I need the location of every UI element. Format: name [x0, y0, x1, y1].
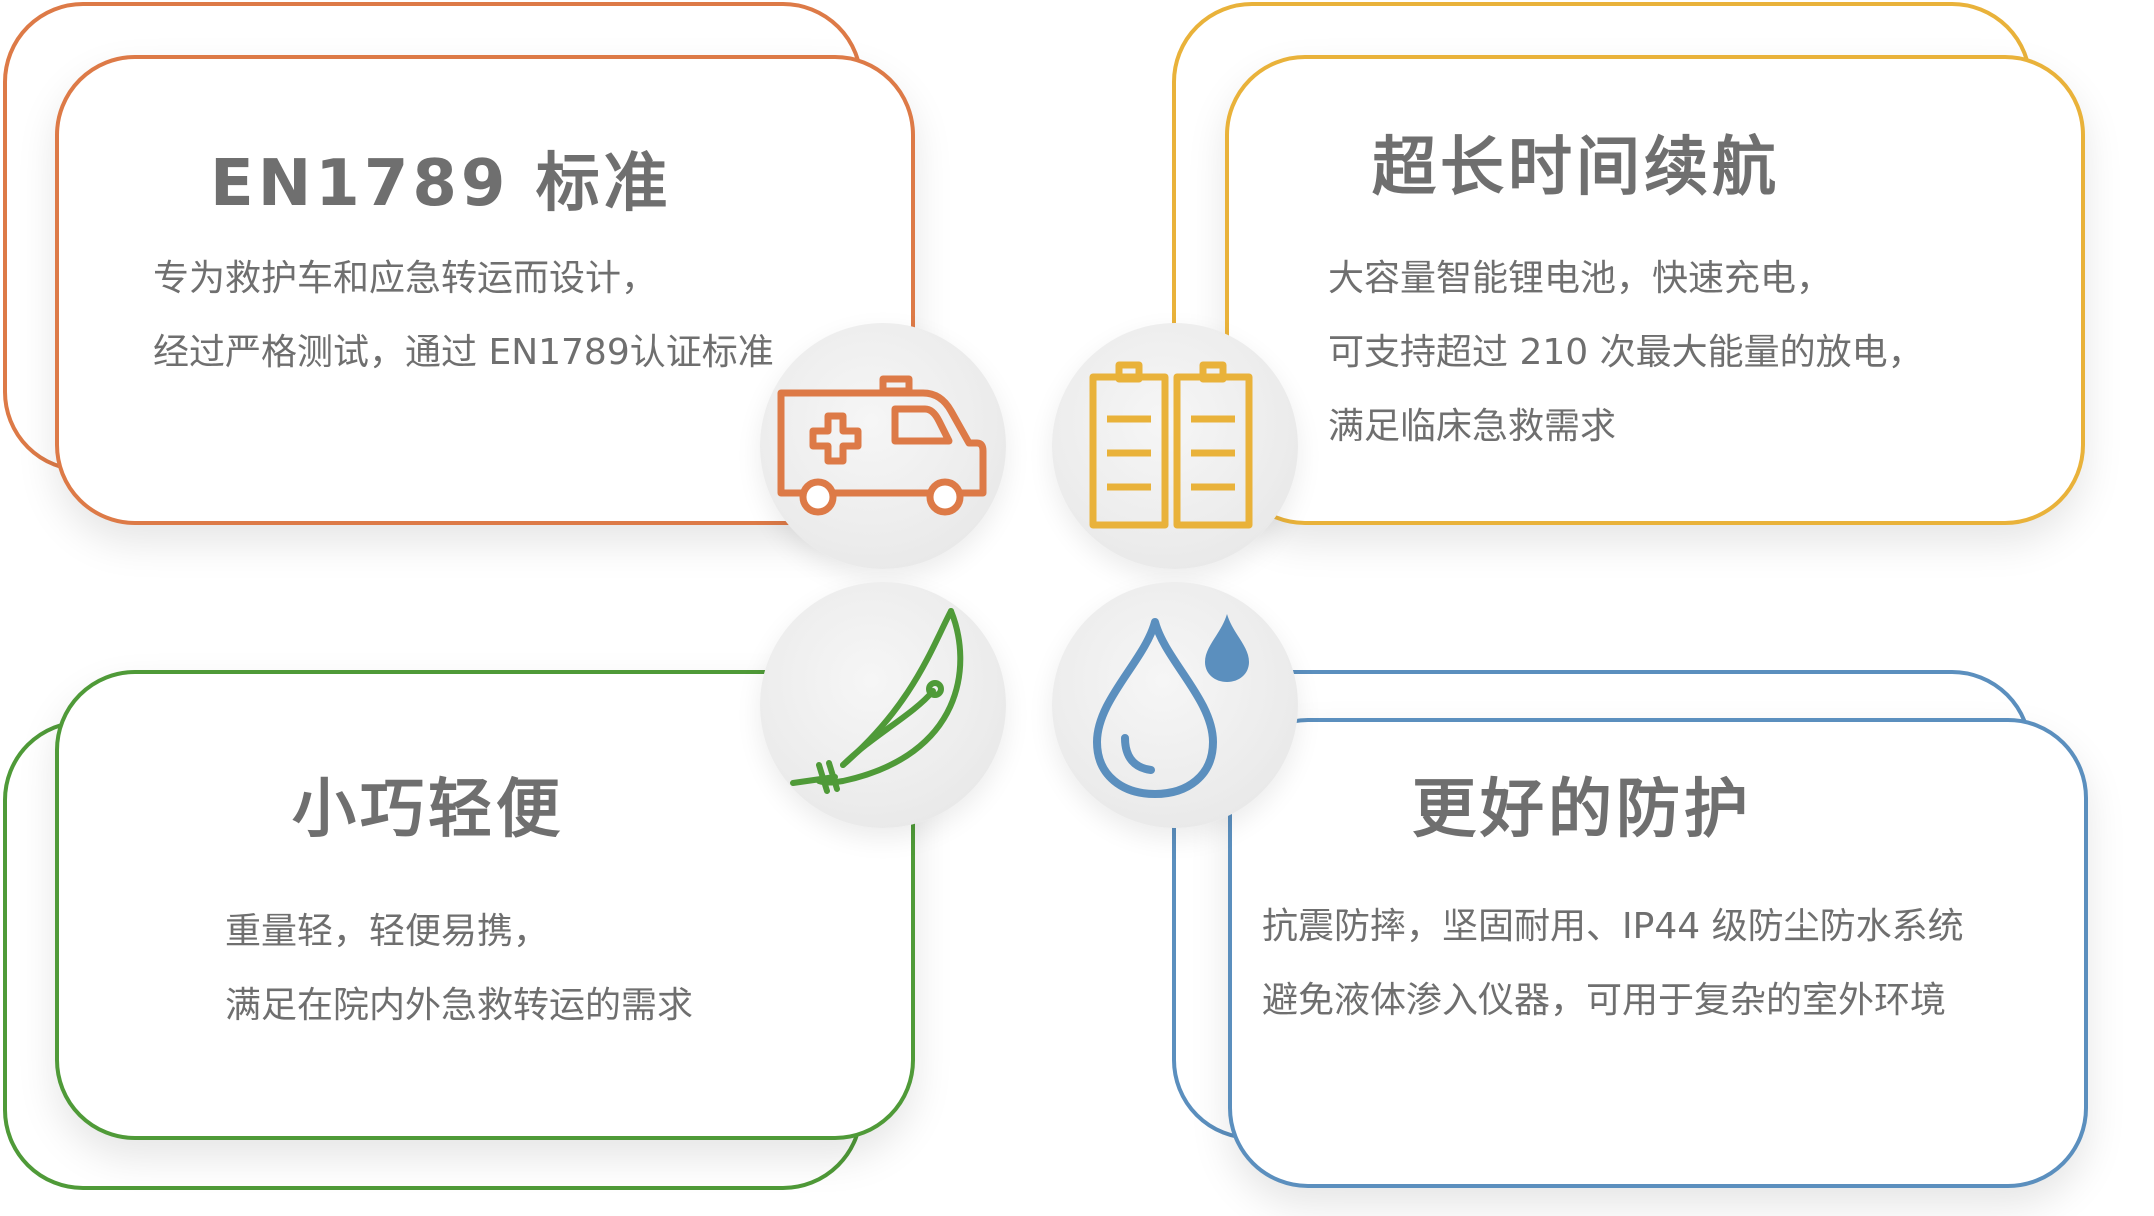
card-description: 专为救护车和应急转运而设计， 经过严格测试，通过 EN1789认证标准	[153, 242, 774, 390]
ambulance-icon-bubble	[760, 323, 1006, 569]
card-outline-front	[1225, 55, 2085, 525]
card-title: 小巧轻便	[292, 773, 564, 847]
description-line: 可支持超过 210 次最大能量的放电，	[1328, 332, 1924, 373]
card-description: 大容量智能锂电池，快速充电， 可支持超过 210 次最大能量的放电， 满足临床急…	[1328, 242, 1924, 464]
feather-icon-bubble	[760, 582, 1006, 828]
card-title: EN1789 标准	[210, 147, 672, 221]
ambulance-icon	[777, 375, 987, 516]
battery-icon	[1089, 361, 1253, 529]
description-line: 专为救护车和应急转运而设计，	[153, 258, 658, 299]
battery-icon-bubble	[1052, 323, 1298, 569]
water-drop-icon	[1093, 614, 1249, 798]
card-description: 重量轻，轻便易携， 满足在院内外急救转运的需求	[225, 895, 693, 1043]
water-drop-icon-bubble	[1052, 582, 1298, 828]
card-description: 抗震防摔，坚固耐用、IP44 级防尘防水系统 避免液体渗入仪器，可用于复杂的室外…	[1262, 890, 1964, 1038]
card-title: 超长时间续航	[1372, 131, 1780, 205]
description-line: 抗震防摔，坚固耐用、IP44 级防尘防水系统	[1262, 906, 1964, 947]
card-outline-front	[1228, 718, 2088, 1188]
card-title: 更好的防护	[1412, 773, 1752, 847]
description-line: 重量轻，轻便易携，	[225, 911, 550, 952]
description-line: 经过严格测试，通过 EN1789认证标准	[153, 332, 774, 373]
description-line: 满足在院内外急救转运的需求	[225, 985, 694, 1026]
feather-icon	[790, 608, 964, 794]
description-line: 满足临床急救需求	[1328, 406, 1617, 447]
description-line: 避免液体渗入仪器，可用于复杂的室外环境	[1262, 980, 1947, 1021]
description-line: 大容量智能锂电池，快速充电，	[1328, 258, 1833, 299]
